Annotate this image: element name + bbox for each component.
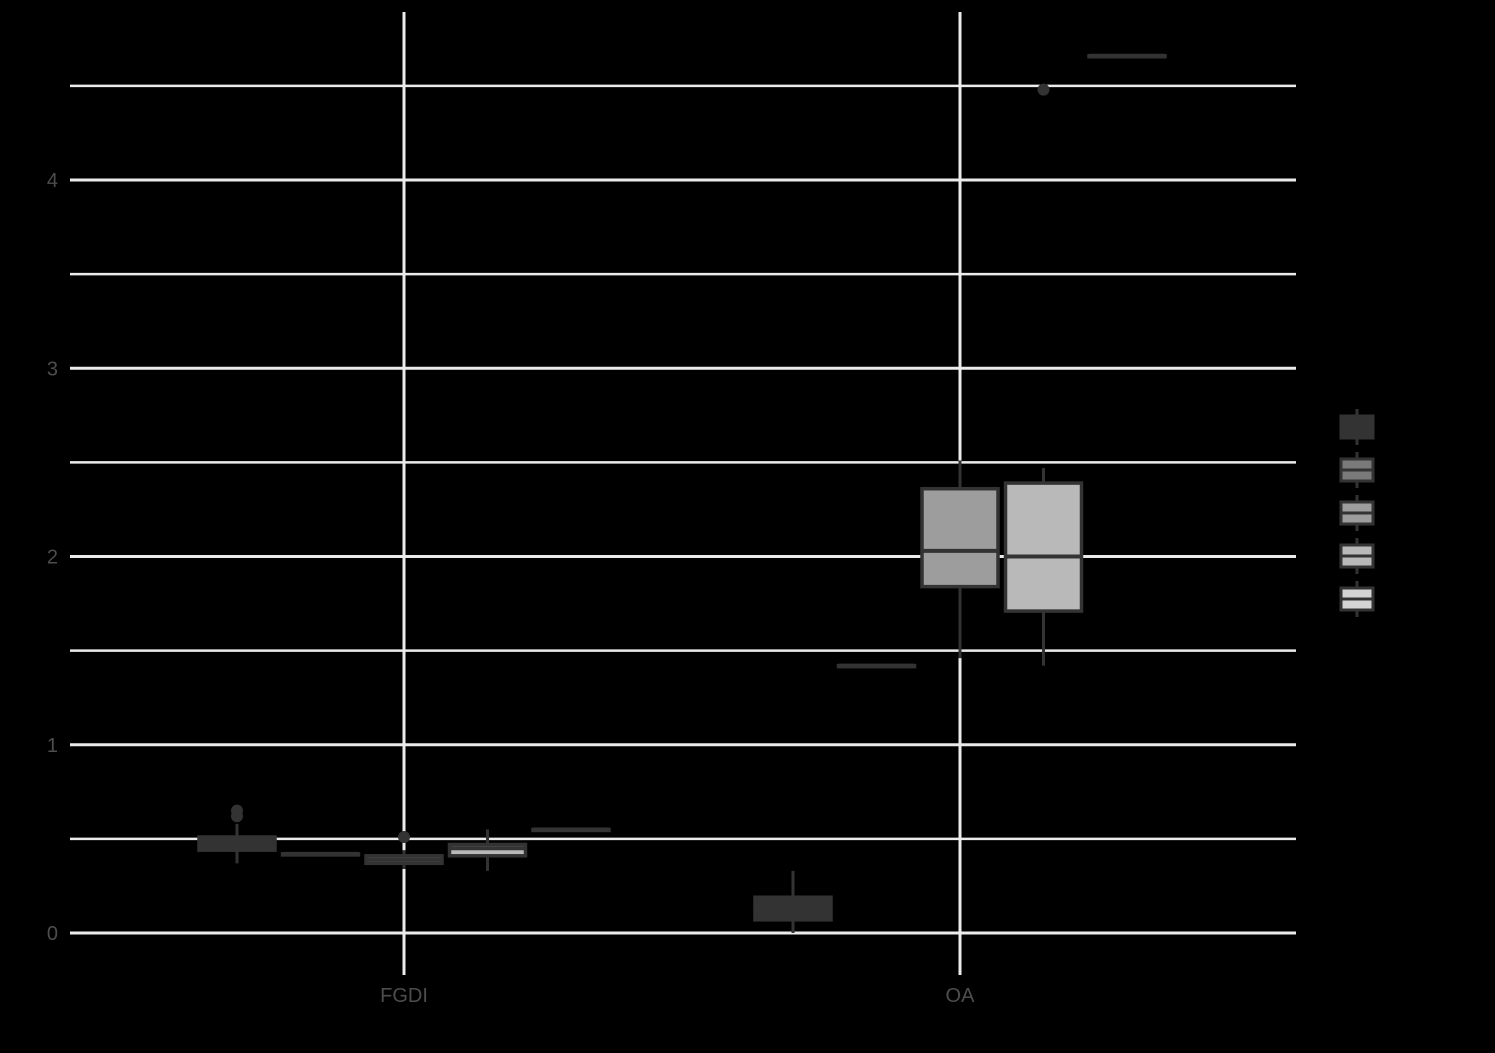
y-axis: 0 1 2 3 4 [47,170,58,945]
outlier-point [231,804,243,817]
box-body [920,486,1000,589]
legend-key [1339,409,1375,445]
box-group-3-oa [920,460,1000,659]
outlier-point [398,830,410,843]
x-tick-label: OA [946,985,976,1007]
legend-key [1339,581,1375,617]
y-tick-label: 4 [47,170,58,192]
y-tick-label: 1 [47,735,58,757]
legend-key [1339,452,1375,488]
box-group-5-fgdi [531,827,611,833]
grid-lines [70,12,1296,975]
box-group-4-fgdi [447,829,528,871]
box-group-2-oa [836,663,917,669]
box-group-1-oa [753,870,833,933]
box-group-4-oa [1003,83,1084,666]
legend [1339,409,1375,617]
x-axis: FGDI OA [380,985,975,1007]
box-group-3-fgdi [364,830,444,869]
legend-key [1339,538,1375,574]
box-group-1-fgdi [197,804,277,864]
box-group-2-fgdi [280,851,361,857]
box-body [1003,481,1084,613]
y-tick-label: 0 [47,923,58,945]
box-group-5-oa [1087,53,1167,59]
legend-key [1339,495,1375,531]
y-tick-label: 3 [47,358,58,380]
y-tick-label: 2 [47,547,58,569]
plot-area [197,53,1167,933]
outlier-point [1037,83,1050,96]
x-tick-label: FGDI [380,985,428,1007]
